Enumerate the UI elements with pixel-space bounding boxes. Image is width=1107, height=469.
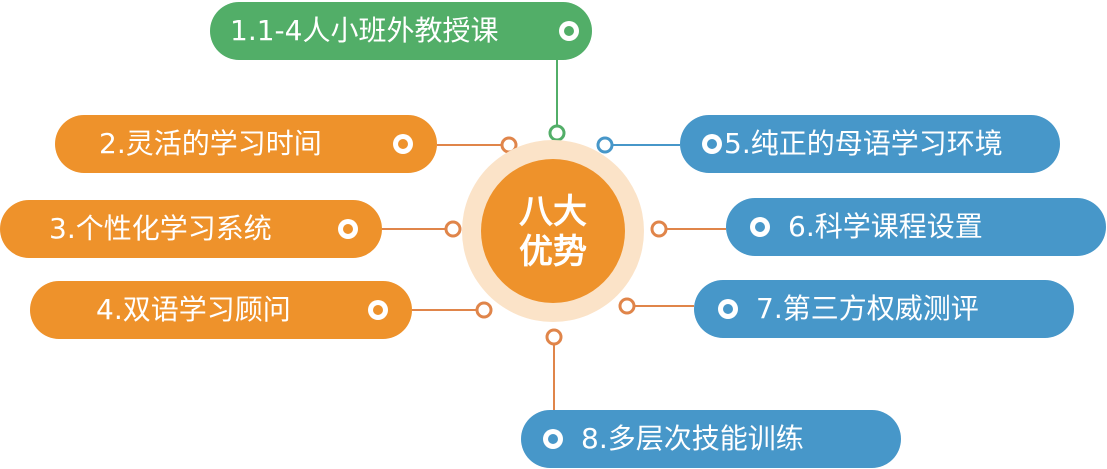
connector-node-1 <box>548 124 566 142</box>
bullet-dot-icon <box>718 299 738 319</box>
bullet-dot-icon <box>750 217 770 237</box>
advantage-pill-4: 4.双语学习顾问 <box>30 281 412 339</box>
advantage-pill-5: 5.纯正的母语学习环境 <box>680 115 1060 173</box>
advantage-label-6: 6.科学课程设置 <box>788 210 983 243</box>
hub-title-line-2: 优势 <box>519 232 587 272</box>
connector-node-3 <box>444 220 462 238</box>
advantage-pill-6: 6.科学课程设置 <box>726 198 1106 256</box>
advantage-pill-1: 1.1-4人小班外教授课 <box>210 2 592 60</box>
advantage-label-8: 8.多层次技能训练 <box>581 422 804 455</box>
bullet-dot-icon <box>559 21 579 41</box>
bullet-dot-icon <box>543 429 563 449</box>
bullet-dot-icon <box>368 300 388 320</box>
advantage-pill-8: 8.多层次技能训练 <box>521 410 901 468</box>
advantage-label-2: 2.灵活的学习时间 <box>99 127 322 160</box>
connector-node-6 <box>650 220 668 238</box>
advantage-pill-3: 3.个性化学习系统 <box>0 200 382 258</box>
bullet-dot-icon <box>393 134 413 154</box>
bullet-dot-icon <box>702 134 722 154</box>
hub-title-line-1: 八大 <box>519 192 587 232</box>
connector-node-7 <box>618 297 636 315</box>
advantage-label-4: 4.双语学习顾问 <box>96 293 291 326</box>
advantage-pill-7: 7.第三方权威测评 <box>694 280 1074 338</box>
connector-node-5 <box>596 136 614 154</box>
connector-node-4 <box>475 301 493 319</box>
advantage-label-5: 5.纯正的母语学习环境 <box>724 127 1003 160</box>
advantage-pill-2: 2.灵活的学习时间 <box>55 115 437 173</box>
bullet-dot-icon <box>338 219 358 239</box>
advantage-label-1: 1.1-4人小班外教授课 <box>230 14 499 47</box>
connector-node-8 <box>545 328 563 346</box>
hub-circle: 八大 优势 <box>481 159 625 303</box>
advantage-label-7: 7.第三方权威测评 <box>756 292 979 325</box>
advantage-label-3: 3.个性化学习系统 <box>49 212 272 245</box>
